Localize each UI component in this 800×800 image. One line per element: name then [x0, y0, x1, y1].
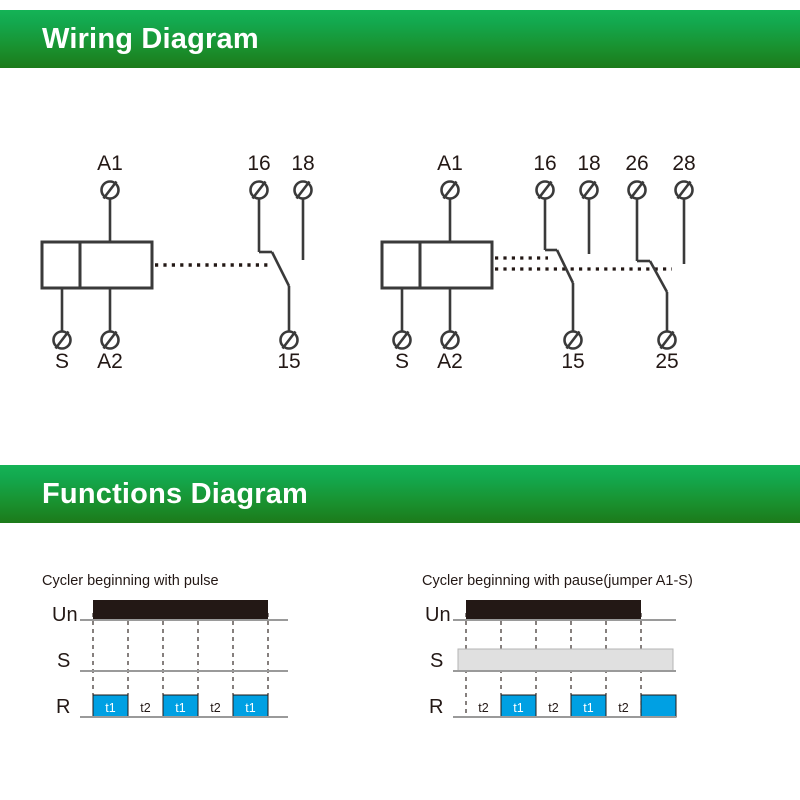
terminal-label-15-2: 15 — [561, 350, 584, 373]
pulse-block-label: t1 — [105, 701, 115, 715]
terminal-label-15: 15 — [277, 350, 300, 373]
row-label-r-2: R — [429, 696, 443, 718]
pulse-block-on-2 — [640, 694, 677, 718]
row-s-waveform-2 — [453, 648, 676, 672]
terminal-s-phi-icon — [52, 330, 72, 350]
terminal-s-phi-icon-2 — [392, 330, 412, 350]
terminal-label-28: 28 — [672, 152, 695, 175]
wiring-diagram-area: A1 S A2 — [0, 68, 800, 465]
terminal-a1-phi-icon-2 — [440, 180, 460, 200]
supply-bar — [93, 600, 268, 620]
terminal-18-phi-icon-2 — [579, 180, 599, 200]
terminal-a2-phi-icon — [100, 330, 120, 350]
terminal-label-16: 16 — [247, 152, 270, 175]
terminal-label-a1-2: A1 — [437, 152, 463, 175]
contact-set-1: 16 18 15 — [247, 152, 314, 373]
pulse-block-label: t2 — [140, 701, 150, 715]
timing-chart-pulse: Cycler beginning with pulse Un S R — [42, 573, 288, 718]
terminal-label-25: 25 — [655, 350, 678, 373]
terminal-15-phi-icon — [279, 330, 299, 350]
terminal-label-18-2: 18 — [577, 152, 600, 175]
pulse-block-label: t1 — [245, 701, 255, 715]
pulse-block-label-2: t2 — [478, 701, 488, 715]
row-label-r: R — [56, 696, 70, 718]
timing-chart-pause: Cycler beginning with pause(jumper A1-S)… — [422, 573, 693, 718]
contact-set-1b: 16 18 15 — [533, 152, 600, 373]
pulse-block-label: t2 — [210, 701, 220, 715]
row-r-waveform: t1 t2 t1 t2 t1 — [80, 694, 288, 718]
pulse-block-label-2: t2 — [618, 701, 628, 715]
signal-block-gray — [457, 648, 674, 672]
terminal-label-18: 18 — [291, 152, 314, 175]
pulse-block-label-2: t2 — [548, 701, 558, 715]
terminal-label-26: 26 — [625, 152, 648, 175]
lead-a1: A1 — [97, 152, 123, 242]
row-label-s: S — [57, 650, 70, 672]
terminal-16-phi-icon-2 — [535, 180, 555, 200]
pulse-block-label: t1 — [175, 701, 185, 715]
row-label-s-2: S — [430, 650, 443, 672]
row-label-un: Un — [52, 604, 78, 626]
terminal-28-phi-icon — [674, 180, 694, 200]
lead-a2: A2 — [97, 288, 123, 373]
pulse-block-label-2: t1 — [583, 701, 593, 715]
lead-a2-2: A2 — [437, 288, 463, 373]
section-title-wiring: Wiring Diagram — [42, 22, 259, 55]
lead-s-2: S — [392, 288, 412, 373]
lead-s: S — [52, 288, 72, 373]
supply-bar-2 — [466, 600, 641, 620]
terminal-label-a2: A2 — [97, 350, 123, 373]
wiring-diagram-single-contact: A1 S A2 — [40, 152, 315, 373]
terminal-label-a2-2: A2 — [437, 350, 463, 373]
functions-diagram-area: Cycler beginning with pulse Un S R — [0, 523, 800, 800]
terminal-25-phi-icon — [657, 330, 677, 350]
terminal-label-s: S — [55, 350, 69, 373]
row-un-waveform — [80, 600, 288, 621]
row-r-waveform-2: t2 t1 t2 t1 t2 — [453, 694, 677, 718]
wiring-diagram-dual-contact: A1 S A2 — [380, 152, 696, 373]
timing-chart-title-pause: Cycler beginning with pause(jumper A1-S) — [422, 573, 693, 589]
terminal-15-phi-icon-2 — [563, 330, 583, 350]
terminal-18-phi-icon — [293, 180, 313, 200]
terminal-label-s-2: S — [395, 350, 409, 373]
terminal-a2-phi-icon-2 — [440, 330, 460, 350]
terminal-label-16-2: 16 — [533, 152, 556, 175]
lead-a1-2: A1 — [437, 152, 463, 242]
row-label-un-2: Un — [425, 604, 451, 626]
row-un-waveform-2 — [453, 600, 676, 621]
pulse-block-label-2: t1 — [513, 701, 523, 715]
terminal-16-phi-icon — [249, 180, 269, 200]
terminal-a1-phi-icon — [100, 180, 120, 200]
wiring-diagrams-svg: A1 S A2 — [40, 152, 696, 373]
relay-body-box-2 — [380, 240, 494, 290]
section-header-functions: Functions Diagram — [0, 465, 800, 523]
grid-dashed-verticals — [92, 613, 269, 695]
contact-set-2: 26 28 25 — [625, 152, 695, 373]
functions-charts-svg: Cycler beginning with pulse Un S R — [42, 573, 693, 718]
terminal-26-phi-icon — [627, 180, 647, 200]
timing-chart-title-pulse: Cycler beginning with pulse — [42, 573, 219, 589]
section-header-wiring: Wiring Diagram — [0, 10, 800, 68]
relay-body-box — [40, 240, 154, 290]
terminal-label-a1: A1 — [97, 152, 123, 175]
section-title-functions: Functions Diagram — [42, 477, 309, 510]
